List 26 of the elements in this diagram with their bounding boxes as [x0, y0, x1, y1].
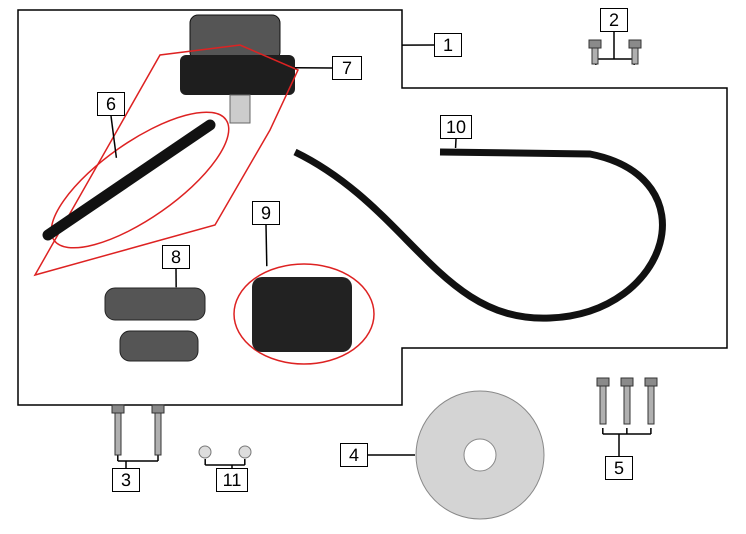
master-cylinder-drawing [180, 15, 295, 125]
leader-line [110, 116, 118, 158]
callout-number: 9 [252, 201, 280, 225]
leader-line [402, 44, 434, 46]
assembly-outline [18, 10, 727, 405]
callout-number: 2 [600, 8, 628, 32]
leader-line [368, 454, 415, 456]
leader-line [175, 269, 177, 288]
leader-line [454, 138, 457, 148]
leader-line [117, 454, 159, 469]
leader-line [595, 31, 635, 66]
callout-number: 7 [332, 56, 362, 80]
callout-number: 5 [605, 456, 633, 480]
brake-caliper-drawing [232, 262, 377, 367]
leader-line [295, 67, 332, 69]
callout-number: 1 [434, 33, 462, 57]
callout-number: 4 [340, 443, 368, 467]
leader-line [204, 458, 246, 469]
callout-number: 8 [162, 245, 190, 269]
brake-disc-drawing [415, 390, 545, 520]
leader-line [265, 224, 268, 266]
callout-number: 6 [97, 92, 125, 116]
callout-number: 10 [440, 115, 472, 139]
leader-line [602, 427, 652, 457]
callout-number: 11 [216, 468, 248, 492]
callout-number: 3 [112, 468, 140, 492]
